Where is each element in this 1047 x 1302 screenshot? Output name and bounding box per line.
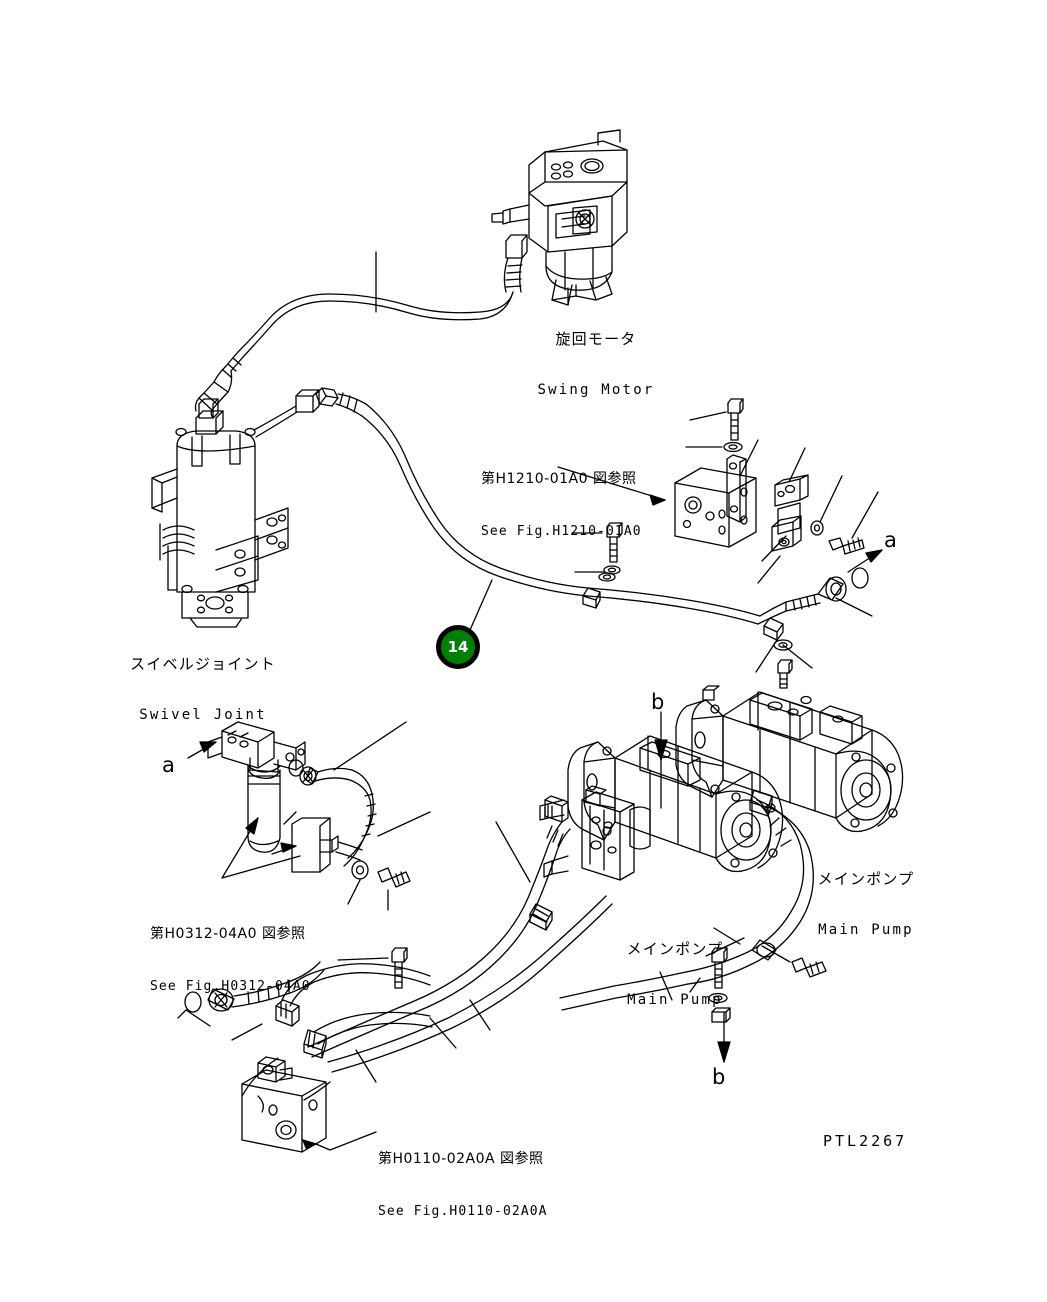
- label-main-pump-center-en: Main Pump: [627, 991, 723, 1008]
- figure-reference-h0312-jp: 第H0312-04A0 図参照: [150, 926, 306, 943]
- callout-marker-14-number: 14: [447, 638, 469, 656]
- main-pump-center-body: [539, 735, 784, 881]
- section-marker-a-right: a: [884, 528, 897, 552]
- figure-reference-h0110: 第H0110-02A0A 図参照 See Fig.H0110-02A0A: [378, 1117, 548, 1254]
- figure-reference-h0110-en: See Fig.H0110-02A0A: [378, 1203, 548, 1219]
- figure-reference-h0110-jp: 第H0110-02A0A 図参照: [378, 1151, 544, 1168]
- bolts-lower-middle: [337, 947, 408, 989]
- tube-assembly-right: [755, 549, 883, 673]
- main-pump-right-body: [675, 685, 904, 833]
- figure-reference-h0312-en: See Fig.H0312-04A0: [150, 978, 311, 994]
- hose-main-upper-run: [253, 387, 761, 625]
- section-marker-b-bottom: b: [712, 1065, 726, 1089]
- label-swivel-joint: スイベルジョイント Swivel Joint: [123, 623, 283, 756]
- figure-reference-h0312: 第H0312-04A0 図参照 See Fig.H0312-04A0: [150, 892, 311, 1029]
- callout-marker-14[interactable]: 14: [436, 625, 480, 669]
- hardware-cluster-right: [603, 398, 865, 689]
- figure-reference-h1210-en: See Fig.H1210-01A0: [481, 523, 642, 539]
- drawing-code: PTL2267: [823, 1132, 908, 1150]
- leader-lines-lower: [185, 721, 741, 1083]
- hose-swivel-to-swing-motor: [194, 234, 528, 419]
- swing-motor-body: [491, 129, 628, 306]
- label-swivel-joint-jp: スイベルジョイント: [130, 654, 276, 673]
- label-main-pump-right-en: Main Pump: [818, 921, 914, 938]
- section-arrows: [654, 711, 731, 1063]
- bottom-left-valve-block: [241, 1056, 377, 1153]
- valve-block-h1210: [557, 466, 757, 548]
- label-main-pump-center: メインポンプ Main Pump: [595, 908, 755, 1041]
- figure-reference-h1210-jp: 第H1210-01A0 図参照: [481, 471, 637, 488]
- figure-reference-h1210: 第H1210-01A0 図参照 See Fig.H1210-01A0: [481, 437, 642, 574]
- leader-lines-right-cluster: [571, 411, 879, 584]
- label-swivel-joint-en: Swivel Joint: [139, 706, 267, 723]
- swivel-joint-body: [151, 398, 289, 628]
- label-main-pump-right-jp: メインポンプ: [817, 869, 915, 888]
- bolts-lower-right: [689, 937, 827, 1023]
- label-swing-motor: 旋回モータ Swing Motor: [516, 298, 676, 431]
- section-marker-b-top: b: [651, 690, 665, 714]
- label-main-pump-center-jp: メインポンプ: [626, 939, 724, 958]
- label-swing-motor-jp: 旋回モータ: [555, 329, 637, 348]
- label-swing-motor-en: Swing Motor: [537, 381, 655, 398]
- section-marker-a-left: a: [162, 753, 175, 777]
- callout-14-leader: [469, 579, 493, 631]
- label-main-pump-right: メインポンプ Main Pump: [786, 838, 946, 971]
- filter-assembly-left: [187, 721, 306, 879]
- bracket-hose-left-lower: [271, 759, 411, 911]
- tube-left-lower: [177, 961, 325, 1019]
